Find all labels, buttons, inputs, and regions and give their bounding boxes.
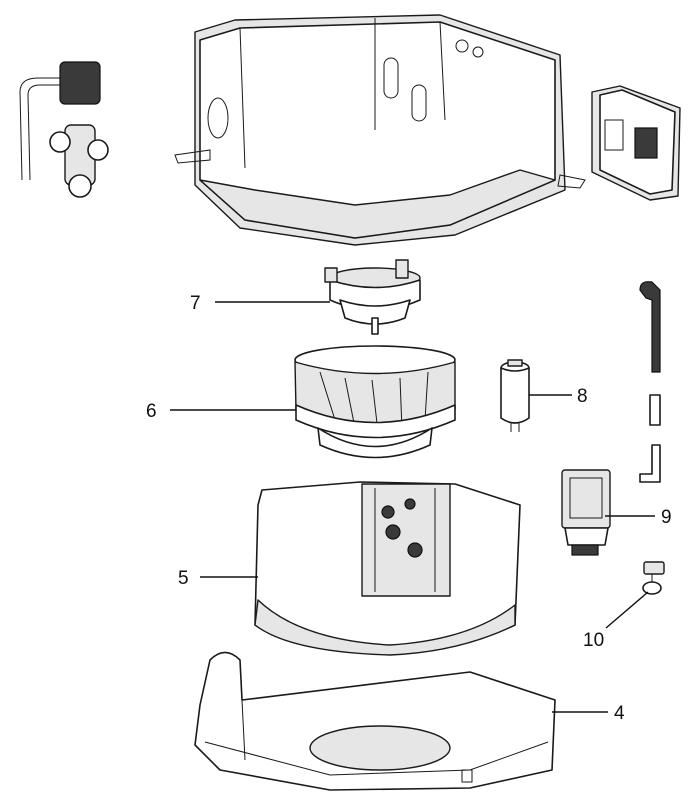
drain-hose bbox=[639, 281, 661, 483]
drain-pump bbox=[561, 469, 611, 556]
callout-8: 8 bbox=[577, 386, 588, 407]
cabinet-housing bbox=[174, 14, 586, 246]
leader-10 bbox=[605, 591, 649, 629]
leader-lines bbox=[170, 301, 655, 713]
callout-5: 5 bbox=[178, 568, 189, 589]
evaporator bbox=[254, 481, 521, 656]
solenoid-valve bbox=[19, 61, 109, 198]
callout-7: 7 bbox=[190, 293, 201, 314]
callout-10: 10 bbox=[583, 630, 604, 651]
callout-labels: 7 6 8 9 5 10 4 bbox=[146, 293, 672, 724]
callout-6: 6 bbox=[146, 401, 157, 422]
fan-wheel bbox=[294, 345, 456, 459]
float-switch bbox=[642, 561, 665, 595]
fan-motor bbox=[324, 259, 421, 335]
callout-9: 9 bbox=[661, 507, 672, 528]
callout-4: 4 bbox=[614, 703, 625, 724]
drain-pan bbox=[194, 651, 556, 791]
capacitor bbox=[500, 359, 530, 432]
electric-control-box bbox=[591, 85, 681, 201]
